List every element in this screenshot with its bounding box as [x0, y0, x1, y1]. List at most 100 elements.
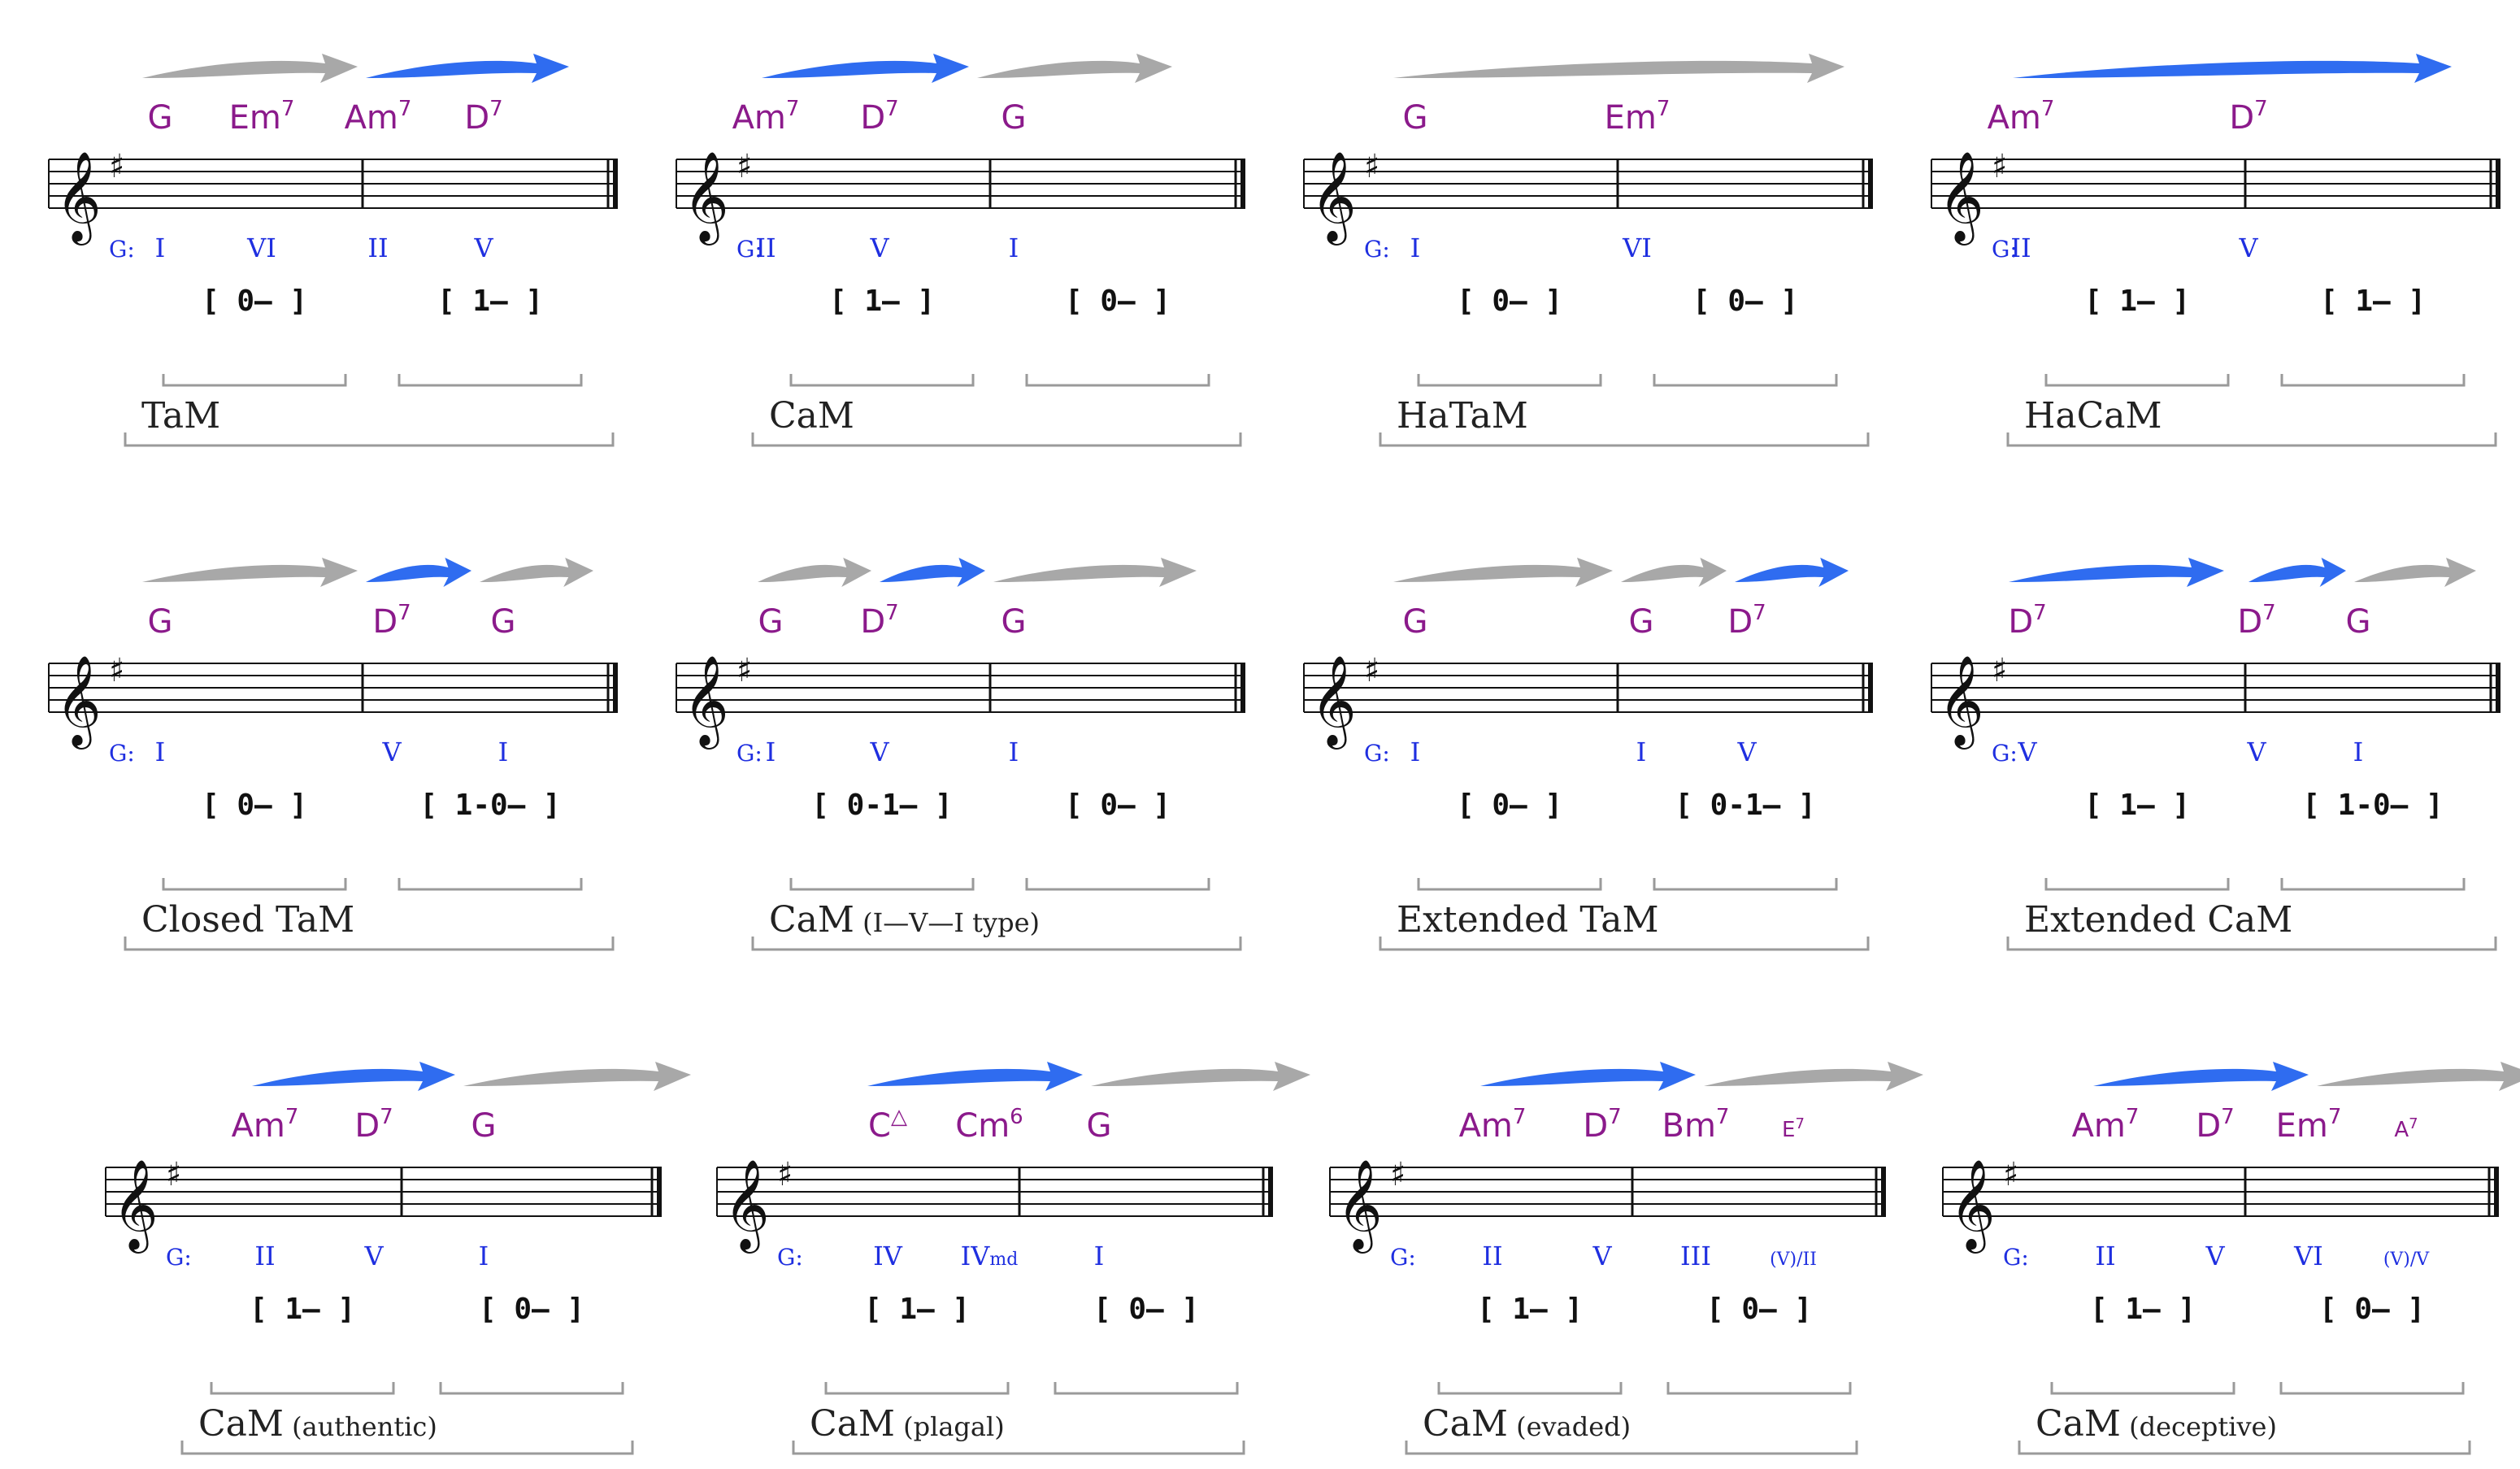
cadence-arrow-icon — [2009, 558, 2224, 587]
roman-numeral: I — [1636, 737, 1647, 767]
key-label: G: — [1364, 236, 1390, 263]
sharp-icon: ♯ — [1364, 652, 1379, 689]
tonic-arrow-icon — [1091, 1062, 1310, 1091]
motion-code: [ 0– ] — [2319, 1293, 2425, 1326]
chord-symbol: D7 — [372, 601, 411, 641]
sharp-icon: ♯ — [1364, 148, 1379, 185]
key-label: G: — [736, 740, 763, 767]
motion-name: Extended CaM — [2024, 899, 2292, 941]
sharp-icon: ♯ — [166, 1156, 181, 1193]
roman-numeral: I — [498, 737, 509, 767]
cadence-arrow-icon — [1735, 558, 1849, 587]
tonic-arrow-icon — [1393, 54, 1844, 83]
measure-bracket — [2280, 878, 2466, 891]
chord-symbol: Am7 — [1459, 1105, 1527, 1145]
chord-symbol: D7 — [2237, 601, 2275, 641]
tonic-arrow-icon — [1621, 558, 1727, 587]
sharp-icon: ♯ — [1390, 1156, 1406, 1193]
motion-code: [ 0– ] — [1065, 285, 1171, 318]
motion-name: CaM (deceptive) — [2036, 1403, 2277, 1445]
measure-bracket — [2279, 1382, 2465, 1395]
treble-clef-icon: 𝄞 — [1336, 1158, 1383, 1254]
measure-bracket — [1653, 878, 1838, 891]
roman-numeral: I — [766, 737, 776, 767]
tonic-arrow-icon — [758, 558, 871, 587]
sharp-icon: ♯ — [736, 148, 752, 185]
motion-bracket — [2006, 432, 2497, 447]
chord-symbol: G — [1001, 603, 1027, 641]
sharp-icon: ♯ — [1992, 652, 2007, 689]
chord-symbol: D7 — [464, 97, 502, 137]
motion-bracket — [1379, 937, 1870, 951]
roman-numeral: I — [1410, 233, 1421, 263]
motion-code: [ 1– ] — [829, 285, 935, 318]
measure-bracket — [2044, 374, 2230, 387]
chord-symbol: G — [148, 603, 173, 641]
chord-symbol: Bm7 — [1662, 1105, 1730, 1145]
motion-code: [ 1– ] — [2090, 1293, 2196, 1326]
tonic-arrow-icon — [1704, 1062, 1923, 1091]
roman-numeral: V — [381, 737, 402, 767]
treble-clef-icon: 𝄞 — [1949, 1158, 1996, 1254]
cadence-arrow-icon — [2248, 558, 2346, 587]
motion-code: [ 0– ] — [479, 1293, 584, 1326]
measure-bracket — [1025, 374, 1210, 387]
roman-numeral: V — [473, 233, 493, 263]
motion-code: [ 0– ] — [1692, 285, 1798, 318]
motion-name: Closed TaM — [141, 899, 354, 941]
motion-code: [ 0– ] — [1065, 789, 1171, 822]
treble-clef-icon: 𝄞 — [1310, 654, 1357, 750]
chord-symbol: Am7 — [1988, 97, 2055, 137]
motion-code: [ 0– ] — [202, 789, 307, 822]
cadence-arrow-icon — [1480, 1062, 1696, 1091]
chord-symbol: D7 — [1727, 601, 1766, 641]
measure-bracket — [2044, 878, 2230, 891]
treble-clef-icon: 𝄞 — [683, 150, 729, 246]
motion-code: [ 1-0– ] — [2302, 789, 2443, 822]
chord-symbol: A7 — [2394, 1115, 2418, 1142]
tonic-arrow-icon — [142, 558, 358, 587]
roman-numeral: V — [2205, 1241, 2225, 1271]
measure-bracket — [1437, 1382, 1623, 1395]
chord-symbol: D7 — [354, 1105, 393, 1145]
motion-name: Extended TaM — [1397, 899, 1659, 941]
roman-numeral: V — [2246, 737, 2266, 767]
measure-bracket — [162, 374, 347, 387]
motion-bracket — [1379, 432, 1870, 447]
motion-code: [ 0-1– ] — [811, 789, 952, 822]
motion-bracket — [1405, 1441, 1858, 1455]
roman-numeral: II — [367, 233, 388, 263]
motion-code: [ 1– ] — [2084, 789, 2190, 822]
roman-numeral: I — [2353, 737, 2364, 767]
roman-numeral: V — [363, 1241, 384, 1271]
motion-bracket — [2018, 1441, 2471, 1455]
roman-numeral: I — [1009, 737, 1019, 767]
tonic-arrow-icon — [142, 54, 358, 83]
measure-bracket — [1417, 878, 1602, 891]
roman-numeral: V — [2017, 737, 2037, 767]
measure-bracket — [398, 374, 583, 387]
tonic-arrow-icon — [977, 54, 1172, 83]
roman-numeral: II — [2095, 1241, 2115, 1271]
roman-numeral: I — [479, 1241, 489, 1271]
measure-bracket — [1054, 1382, 1239, 1395]
measure-bracket — [2050, 1382, 2235, 1395]
chord-symbol: G — [471, 1107, 497, 1145]
motion-name: HaTaM — [1397, 395, 1528, 437]
treble-clef-icon: 𝄞 — [683, 654, 729, 750]
tonic-arrow-icon — [2354, 558, 2476, 587]
motion-code: [ 1– ] — [1477, 1293, 1583, 1326]
chord-symbol: D7 — [2229, 97, 2267, 137]
sharp-icon: ♯ — [2003, 1156, 2018, 1193]
key-label: G: — [109, 740, 135, 767]
cadence-arrow-icon — [2093, 1062, 2309, 1091]
measure-bracket — [789, 878, 975, 891]
motion-code: [ 1– ] — [2320, 285, 2426, 318]
roman-numeral: V — [869, 737, 889, 767]
